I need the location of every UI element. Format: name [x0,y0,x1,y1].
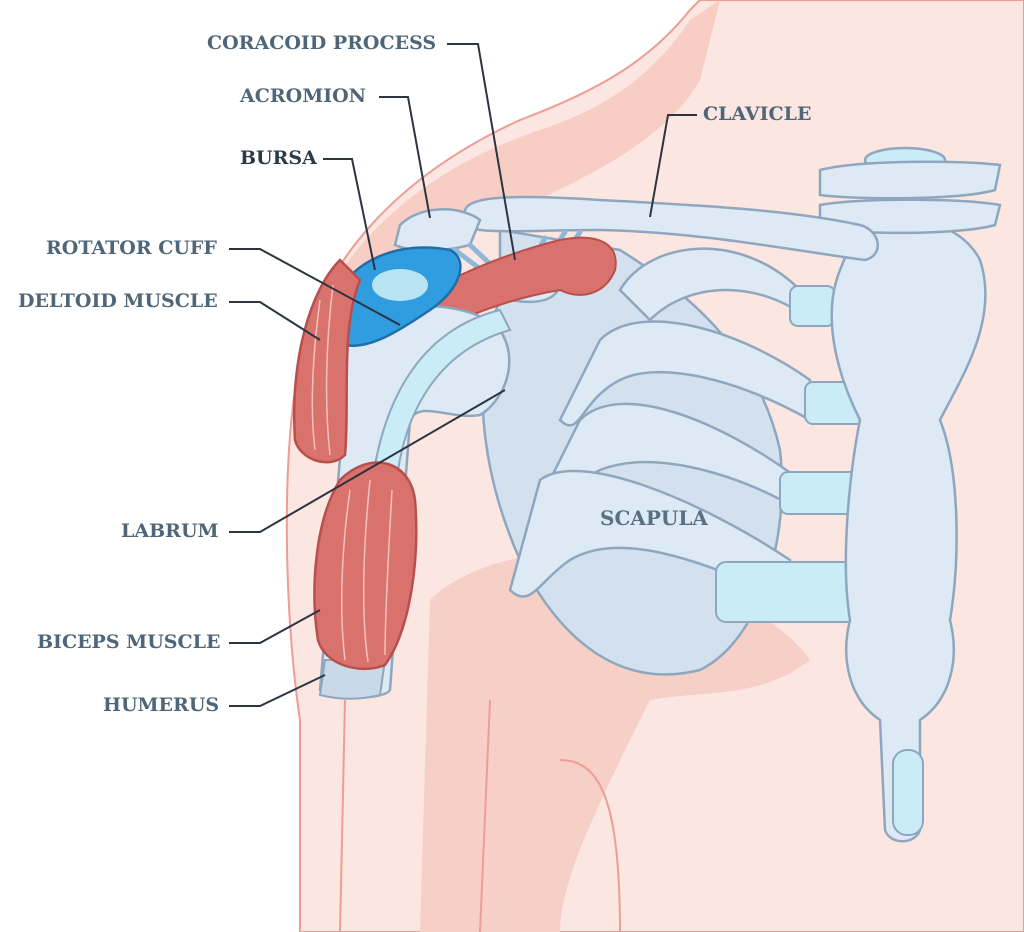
label-rotator-cuff: ROTATOR CUFF [46,237,217,259]
biceps-striations [340,479,393,663]
arm-outline [339,699,621,932]
rib-2 [558,320,812,427]
vertebra-1 [818,160,1002,200]
leader-bursa [323,158,376,271]
label-acromion: ACROMION [240,85,367,107]
cartilage-4 [715,561,857,623]
deltoid-striations [311,284,334,456]
bursa-highlight [372,269,428,301]
leader-deltoid-muscle [229,301,321,341]
label-biceps-muscle: BICEPS MUSCLE [37,631,221,653]
skin-shadow-shoulder [300,0,720,440]
label-coracoid-process: CORACOID PROCESS [207,32,437,54]
leader-clavicle [649,114,697,218]
leader-humerus [229,674,326,707]
label-clavicle: CLAVICLE [703,103,812,125]
leader-coracoid-process [447,43,516,261]
label-bursa: BURSA [240,147,317,169]
xiphoid-process [892,749,924,836]
label-deltoid-muscle: DELTOID MUSCLE [18,290,218,312]
cartilage-1 [789,285,836,327]
leader-labrum [229,389,506,533]
label-humerus: HUMERUS [103,694,220,716]
rib-cage [508,247,813,602]
label-labrum: LABRUM [121,520,219,542]
label-scapula: SCAPULA [600,506,708,530]
vertebrae [818,146,1002,235]
leader-lines [229,43,697,707]
clavicle-bone [463,195,879,262]
leader-biceps-muscle [229,609,321,644]
leader-acromion [379,96,431,219]
leader-rotator-cuff [229,248,401,326]
sternum-bone [830,215,987,843]
